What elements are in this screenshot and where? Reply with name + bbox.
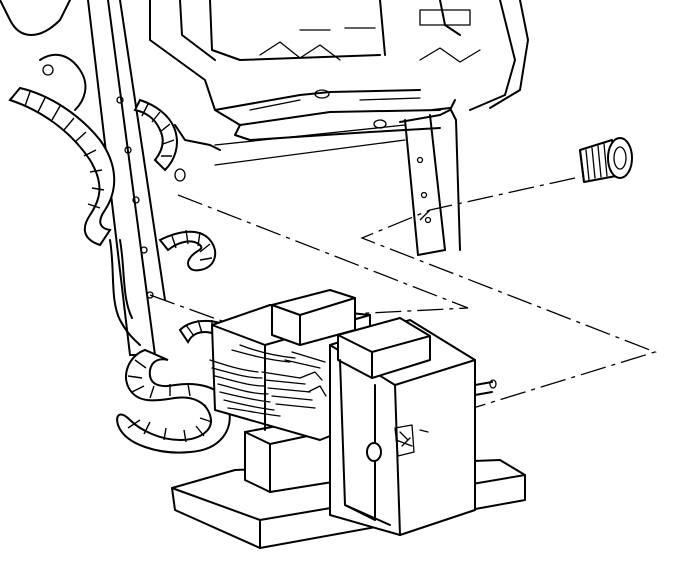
relay-module: [171, 289, 526, 549]
upper-housing: [149, 0, 529, 166]
mounting-bracket: [0, 0, 461, 356]
mounting-bolt: [579, 137, 633, 183]
module-connector: [209, 344, 327, 417]
wiring-harness: [8, 86, 236, 454]
